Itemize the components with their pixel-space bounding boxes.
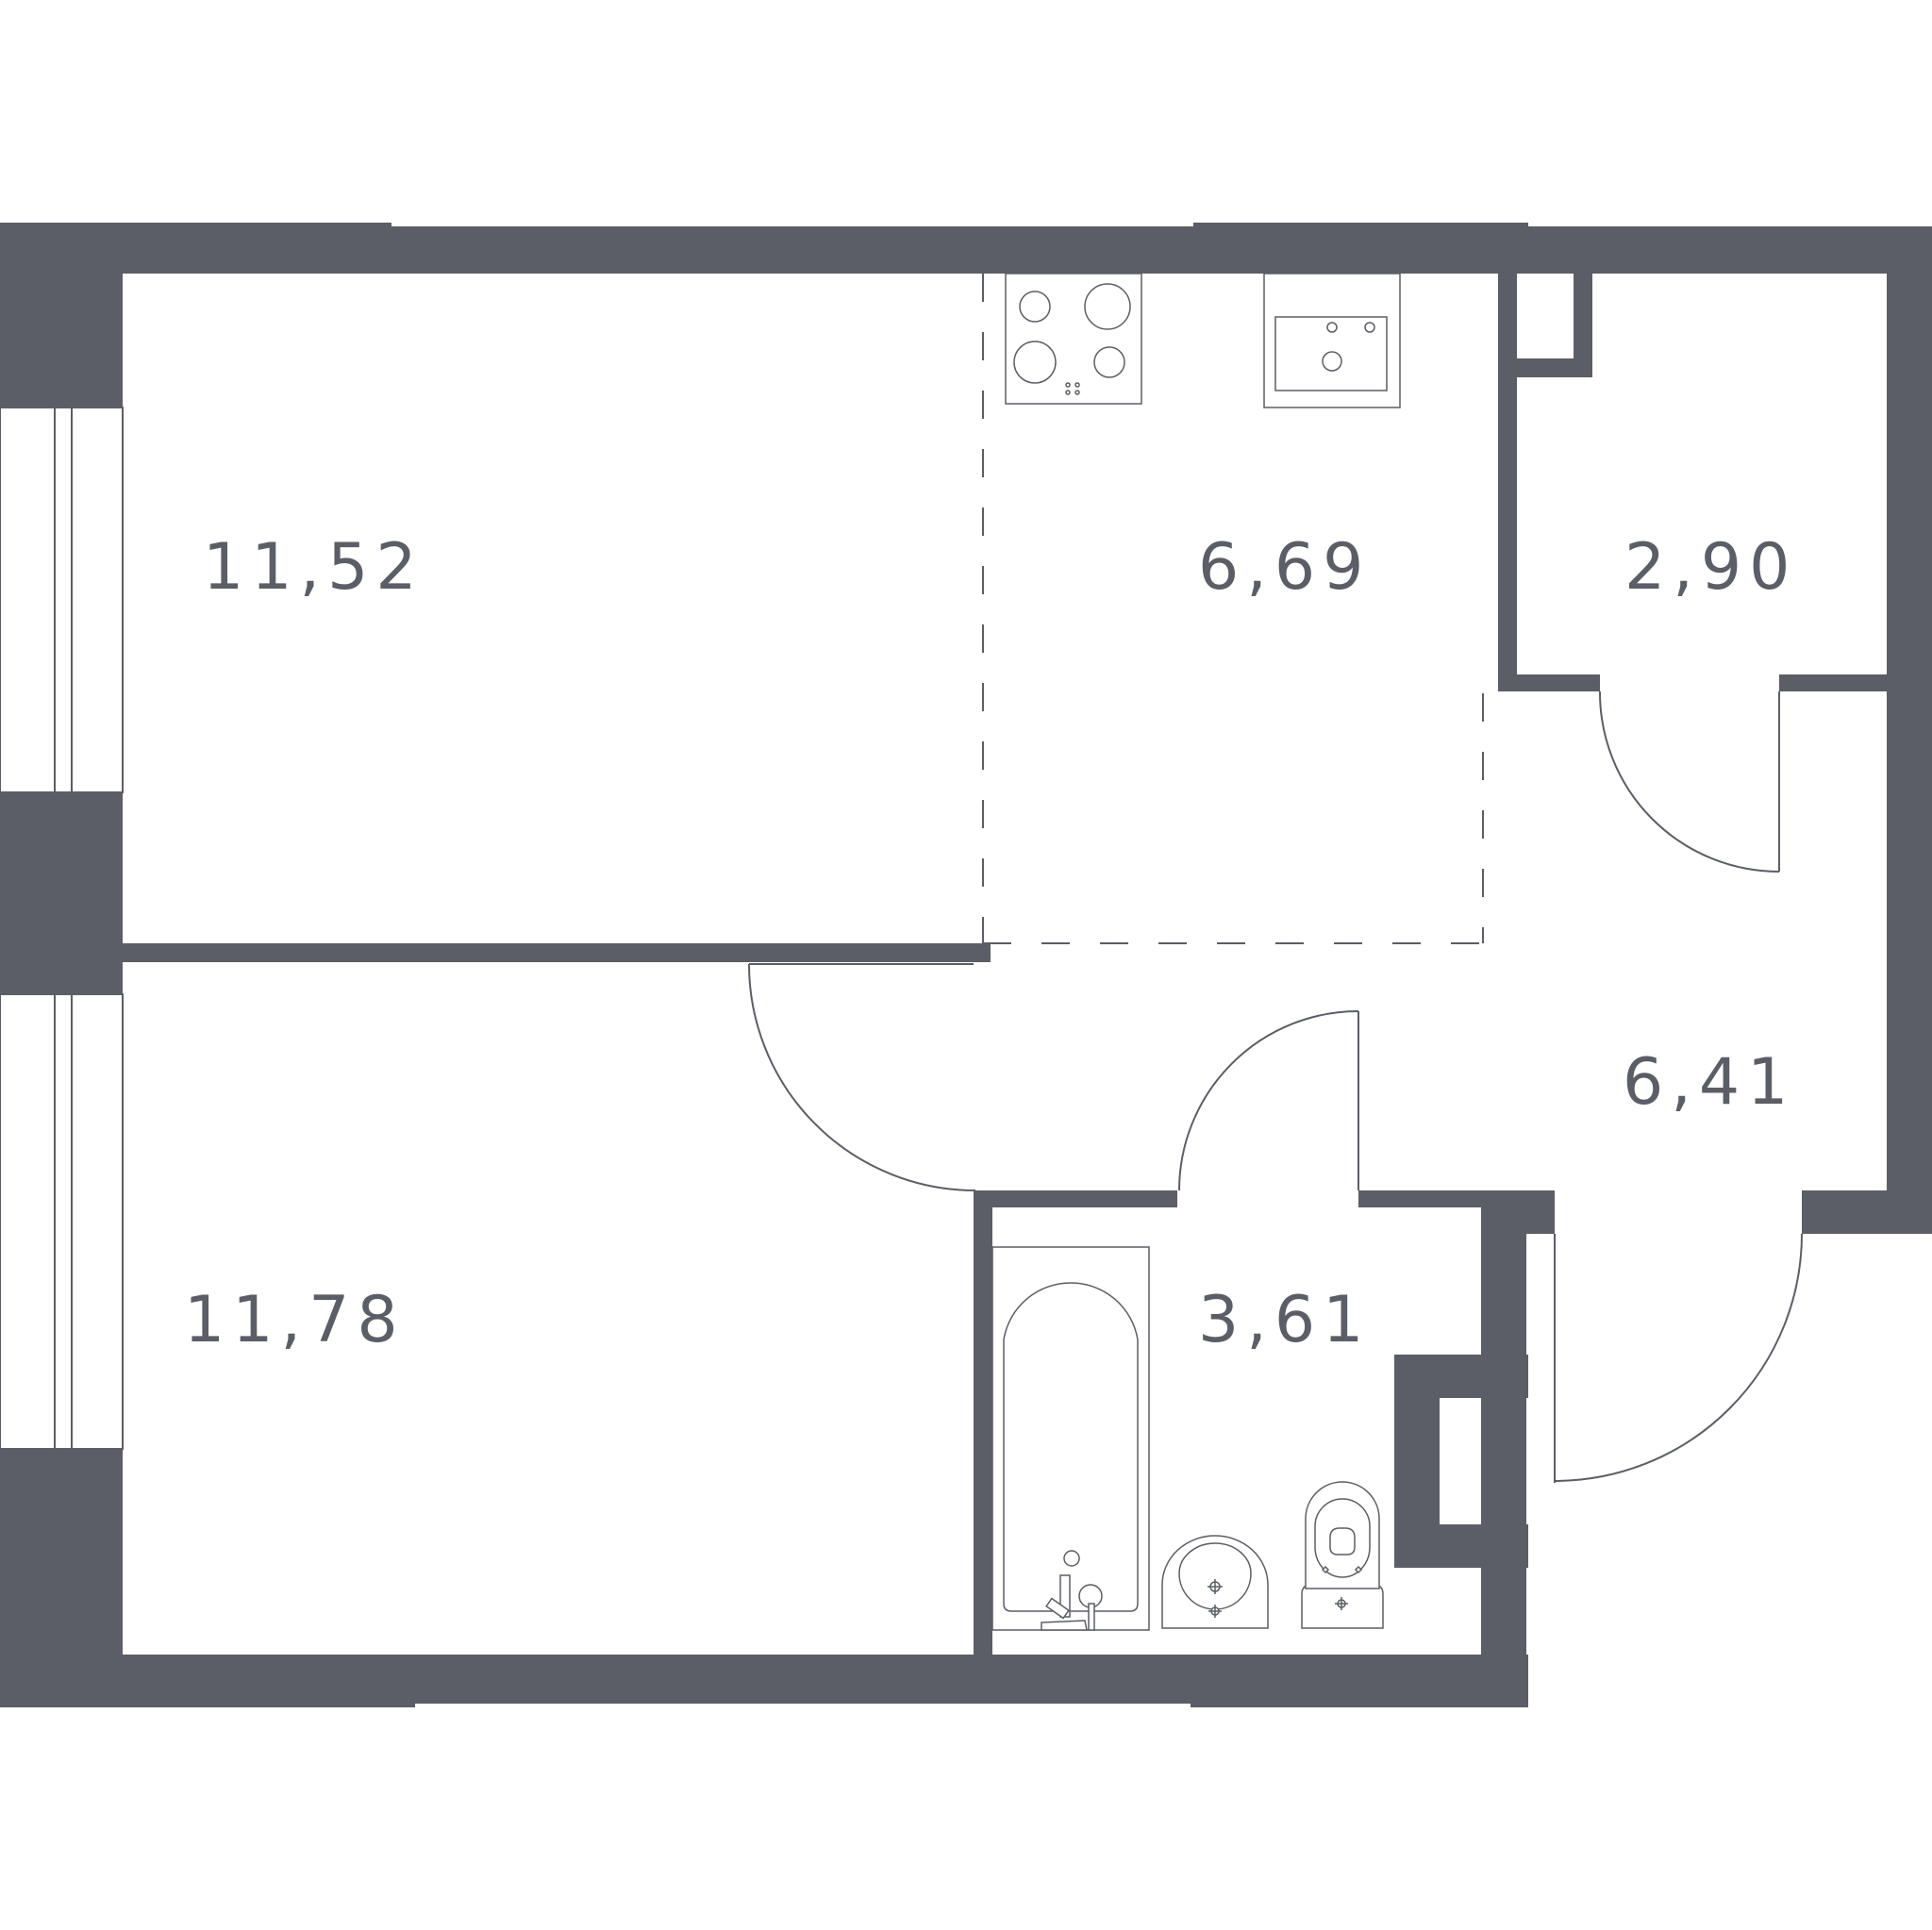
storage-area: 2,90 [1624,530,1797,605]
toilet-icon [1301,1481,1384,1629]
storage-door [1598,690,1780,873]
kitchen-area: 6,69 [1198,530,1371,605]
walls [0,223,1932,1707]
entrance-door [1554,1233,1803,1483]
kitchen-zone-boundary [982,274,1484,944]
living-room-area: 11,52 [203,530,425,605]
area-labels: 11,52 6,69 2,90 6,41 11,78 3,61 [184,530,1797,1357]
bathroom-door [1178,1010,1359,1191]
stove-icon [1005,273,1142,405]
hallway-area: 6,41 [1623,1045,1795,1120]
washbasin-icon [1161,1535,1269,1629]
doors [748,690,1803,1483]
bedroom-area: 11,78 [184,1283,406,1357]
windows [0,407,124,1450]
bathroom-area: 3,61 [1198,1283,1371,1357]
bathtub-icon [991,1246,1150,1631]
bedroom-door [748,963,976,1191]
sink-icon [1263,273,1401,408]
